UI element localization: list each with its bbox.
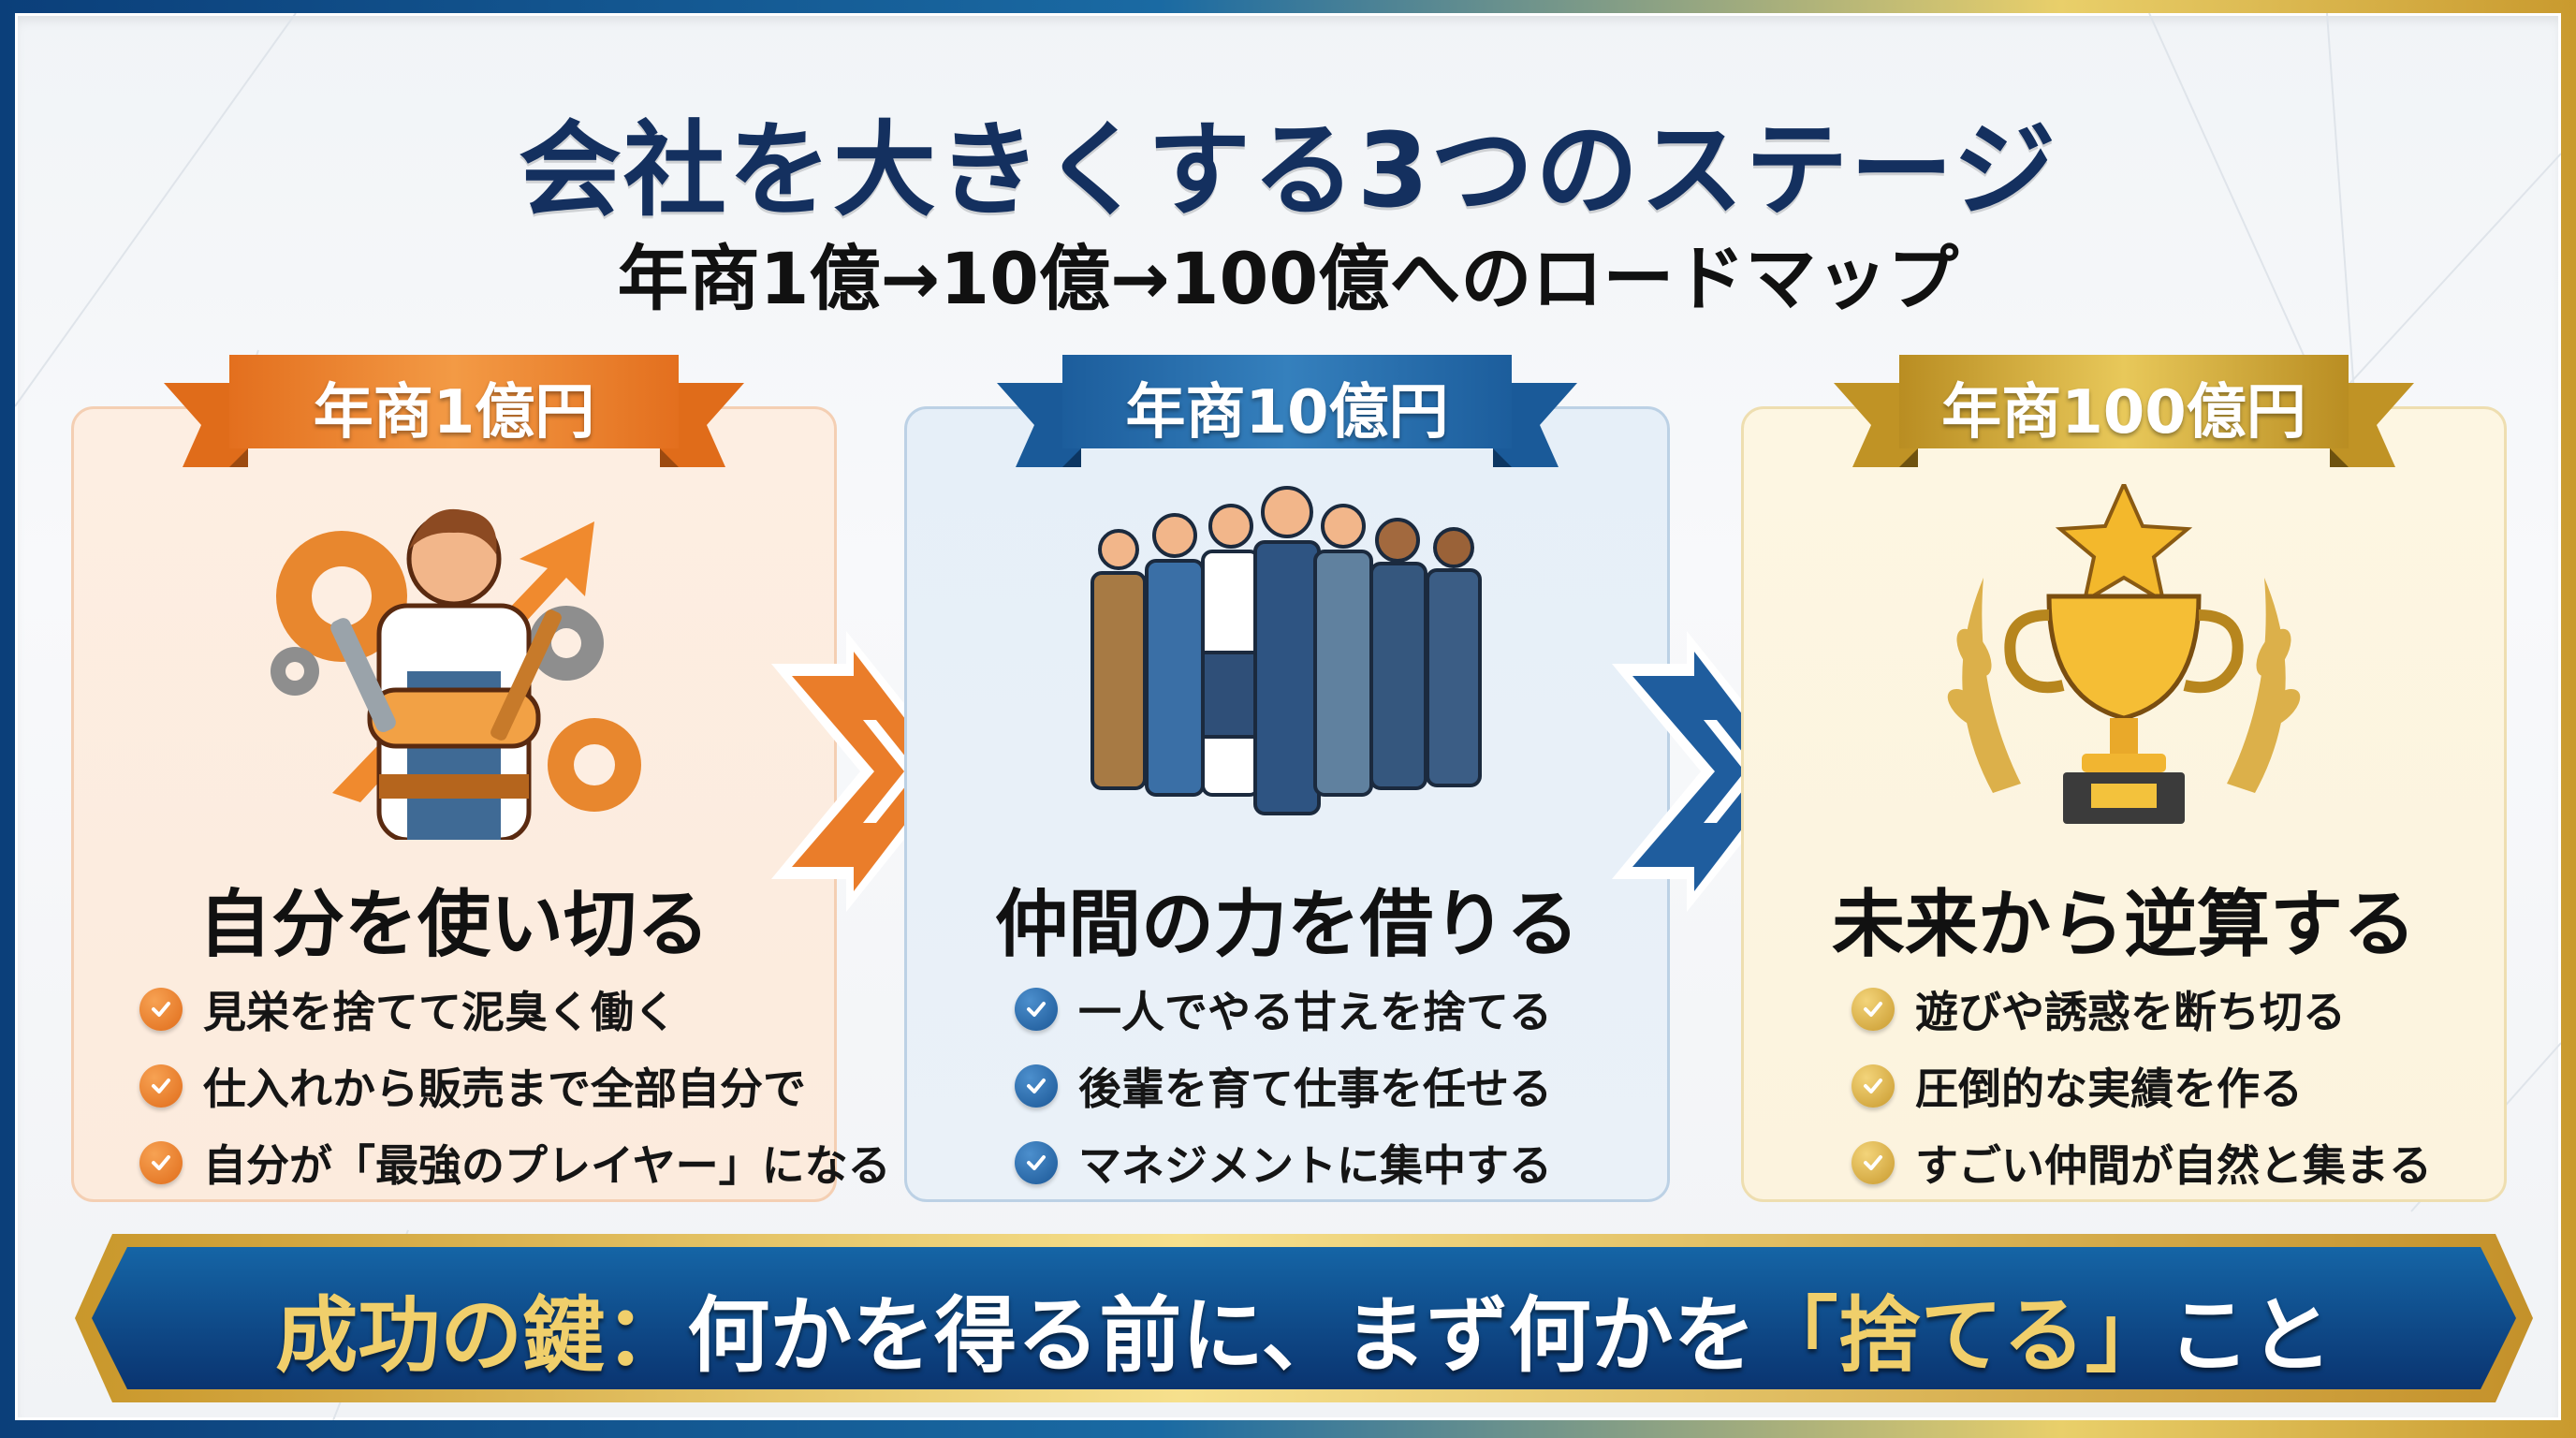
stage-heading-3: 未来から逆算する [1831,883,2416,967]
ribbon-blue-shape [997,355,1577,467]
stage-ribbon-2: 年商10億円 [997,355,1577,477]
stage-card-3: 年商100億円 未来から逆算する 遊びや誘惑を断ち切る [1741,355,2507,1202]
bullet-item: 見栄を捨てて泥臭く働く [139,971,832,1048]
page-title: 会社を大きくする3つのステージ [518,110,2058,230]
success-key-label: 成功の鍵： [275,1287,688,1384]
stage-bullets-2: 一人でやる甘えを捨てる 後輩を育て仕事を任せる マネジメントに集中する [1015,971,1707,1201]
bullet-item: 仕入れから販売まで全部自分で [139,1048,832,1124]
stage-bullets-1: 見栄を捨てて泥臭く働く 仕入れから販売まで全部自分で 自分が「最強のプレイヤー」… [139,971,891,1201]
stage-heading-1: 自分を使い切る [198,883,710,967]
bullet-text: 仕入れから販売まで全部自分で [203,1064,806,1114]
bullet-text: マネジメントに集中する [1078,1140,1552,1191]
stage-ribbon-label: 年商100億円 [1941,378,2306,448]
worker-with-tools-icon [271,508,641,840]
ribbon-orange-shape [164,355,744,467]
stage-ribbon-label: 年商1億円 [313,378,595,448]
check-icon [1015,988,1058,1031]
success-key-tail: こと [2167,1287,2333,1384]
stage-card-1: 年商1億円 自分を使い切る 見栄を捨てて泥臭く働く 仕入れか [71,355,891,1202]
success-key-emphasis: 「捨てる」 [1755,1287,2168,1384]
ribbon-gold-shape [1834,355,2414,467]
stage-card-2: 年商10億円 仲間の力を借りる 一人でやる甘えを捨てる 後輩を育て仕事を任せる [904,355,1670,1202]
check-icon [139,1141,183,1184]
bullet-text: すごい仲間が自然と集まる [1915,1140,2432,1191]
bullet-text: 見栄を捨てて泥臭く働く [203,987,677,1037]
bullet-item: 自分が「最強のプレイヤー」になる [139,1124,891,1201]
check-icon [1015,1064,1058,1108]
check-icon [1852,988,1895,1031]
success-key-text: 成功の鍵：何かを得る前に、まず何かを「捨てる」こと [75,1269,2533,1388]
bullet-item: すごい仲間が自然と集まる [1852,1124,2544,1201]
stage-ribbon-1: 年商1億円 [164,355,744,477]
check-icon [139,1064,183,1108]
check-icon [1852,1141,1895,1184]
bullet-item: 遊びや誘惑を断ち切る [1852,971,2544,1048]
stage-ribbon-3: 年商100億円 [1834,355,2414,477]
bullet-text: 圧倒的な実績を作る [1915,1064,2303,1114]
success-key-body: 何かを得る前に、まず何かを [687,1287,1756,1384]
business-team-icon [1090,486,1482,815]
bullet-item: 一人でやる甘えを捨てる [1015,971,1707,1048]
bullet-text: 遊びや誘惑を断ち切る [1915,987,2346,1037]
check-icon [1852,1064,1895,1108]
stage-heading-2: 仲間の力を借りる [994,883,1579,967]
bullet-text: 後輩を育て仕事を任せる [1078,1064,1552,1114]
bullet-item: マネジメントに集中する [1015,1124,1707,1201]
success-key-banner: 成功の鍵：何かを得る前に、まず何かを「捨てる」こと [75,1234,2533,1402]
bullet-text: 自分が「最強のプレイヤー」になる [203,1140,891,1191]
page-subtitle: 年商1億→10億→100億へのロードマップ [617,237,1959,320]
slide-frame: 会社を大きくする3つのステージ 年商1億→10億→100億へのロードマップ 年商… [15,13,2561,1420]
stage-ribbon-label: 年商10億円 [1125,378,1449,448]
bullet-item: 後輩を育て仕事を任せる [1015,1048,1707,1124]
check-icon [1015,1141,1058,1184]
bullet-text: 一人でやる甘えを捨てる [1078,987,1552,1037]
banner-hexagon-shape [75,1234,2533,1402]
bullet-item: 圧倒的な実績を作る [1852,1048,2544,1124]
stage-bullets-3: 遊びや誘惑を断ち切る 圧倒的な実績を作る すごい仲間が自然と集まる [1852,971,2544,1201]
check-icon [139,988,183,1031]
trophy-with-laurel-icon [1947,484,2301,824]
